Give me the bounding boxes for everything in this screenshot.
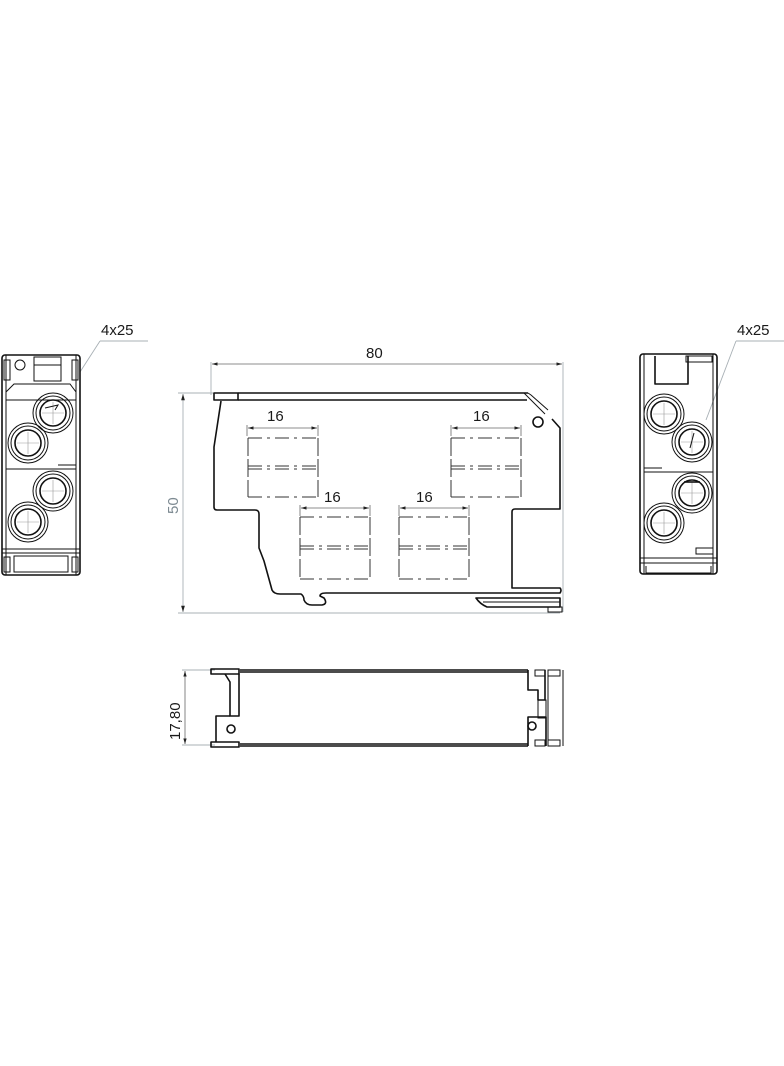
overall-width-label: 80 [366, 345, 383, 362]
slot-width-label: 16 [416, 489, 433, 506]
terminal-slot: 16 [246, 408, 319, 498]
terminal-slot: 16 [299, 489, 371, 580]
terminal-hole [7, 422, 49, 464]
top-view: 17,80 [167, 668, 564, 748]
right-side-view: 4x25 [639, 322, 784, 575]
terminal-hole [32, 392, 74, 434]
depth-label: 17,80 [167, 702, 184, 740]
terminal-hole [643, 502, 685, 544]
terminal-hole [671, 472, 713, 514]
terminal-hole [32, 470, 74, 512]
front-view: 80 50 16 [165, 345, 564, 614]
left-side-view: 4x25 [1, 322, 148, 576]
right-callout-label: 4x25 [737, 322, 770, 339]
left-callout-label: 4x25 [101, 322, 134, 339]
slot-width-label: 16 [324, 489, 341, 506]
terminal-hole [671, 421, 713, 463]
terminal-hole [7, 501, 49, 543]
terminal-slot: 16 [398, 489, 470, 580]
slot-width-label: 16 [473, 408, 490, 425]
slot-width-label: 16 [267, 408, 284, 425]
terminal-slot: 16 [450, 408, 522, 498]
terminal-hole [643, 393, 685, 435]
overall-height-label: 50 [165, 497, 182, 514]
